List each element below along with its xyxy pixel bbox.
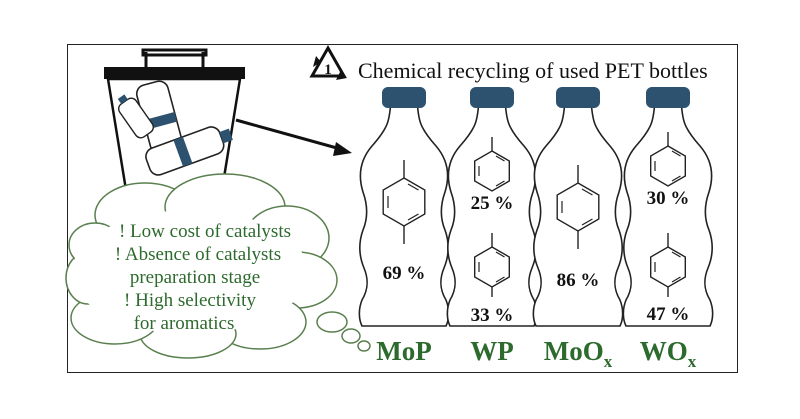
yield-value: 33 % (471, 305, 514, 326)
bottle-wox: 30 % 47 % (622, 87, 714, 327)
bottle-cap (646, 87, 690, 108)
bottle-moox: 86 % (532, 87, 624, 327)
recycle-code: 1 (324, 62, 332, 78)
bottle-cap (382, 87, 426, 108)
cloud-line: preparation stage (130, 267, 260, 288)
bottle-mop: 69 % (358, 87, 450, 327)
bottle-cap (470, 87, 514, 108)
yield-value: 69 % (383, 263, 426, 284)
catalyst-label: MoP (376, 336, 431, 366)
process-arrow (235, 118, 352, 156)
yield-value: 47 % (647, 304, 690, 325)
yield-value: 30 % (647, 188, 690, 209)
advantages-cloud: ! Low cost of catalysts ! Absence of cat… (65, 173, 371, 359)
yield-value: 86 % (557, 270, 600, 291)
cloud-line: for aromatics (134, 313, 235, 334)
bottle-wp: 25 % 33 % (446, 87, 538, 327)
plastic-bottle-icon (145, 126, 233, 176)
catalyst-label: WOx (640, 336, 697, 371)
catalyst-label: WP (470, 336, 514, 366)
cloud-line: ! Low cost of catalysts (119, 221, 291, 242)
recycle-symbol-icon: 1 (309, 44, 347, 80)
cloud-line: ! High selectivity (124, 290, 256, 311)
cloud-line: ! Absence of catalysts (115, 244, 281, 265)
yield-value: 25 % (471, 193, 514, 214)
plastic-bottle-icon (117, 94, 155, 139)
catalyst-label: MoOx (544, 336, 613, 371)
bottle-cap (556, 87, 600, 108)
figure-border (67, 44, 738, 373)
figure-title: Chemical recycling of used PET bottles (358, 58, 708, 83)
trash-bin-icon (104, 48, 245, 192)
